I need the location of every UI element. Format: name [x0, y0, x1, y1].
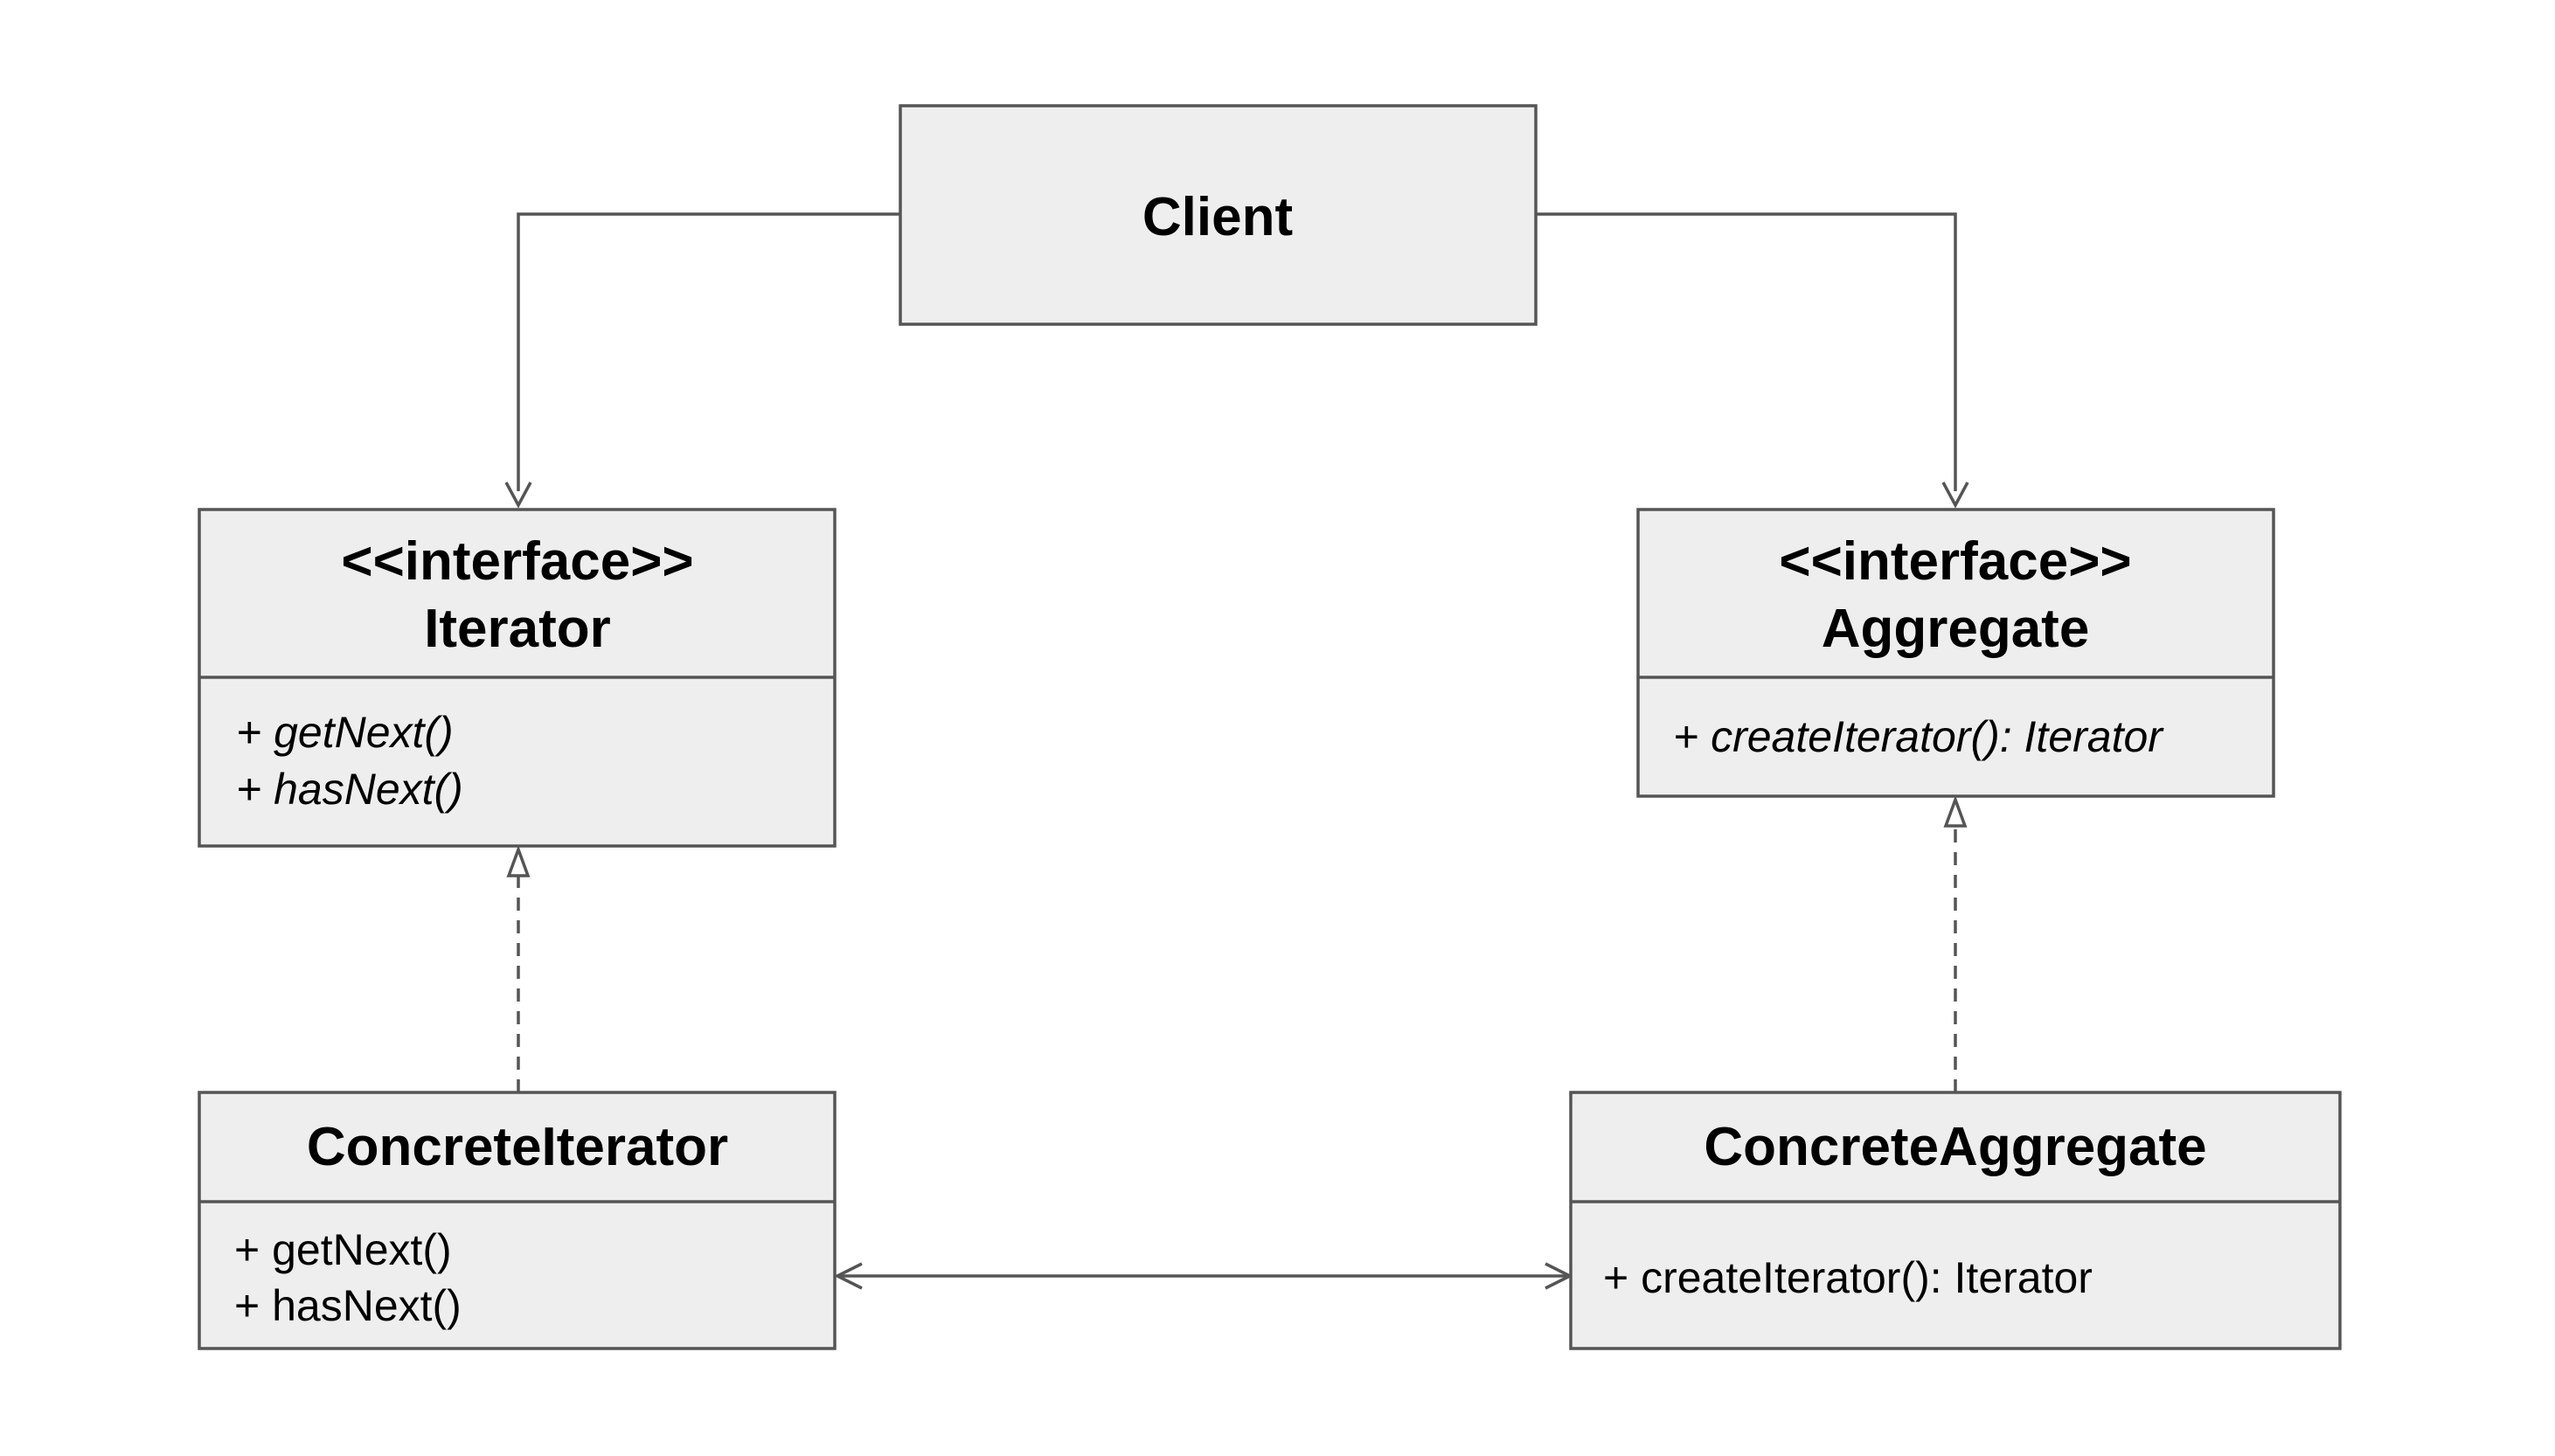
client-to-aggregate-association — [1536, 212, 1957, 491]
concrete-association-left-arrowhead — [834, 1262, 863, 1290]
aggregate-stereotype: <<interface>> — [1779, 531, 2131, 592]
iterator-realization-arrowhead — [506, 844, 531, 877]
client-class[interactable]: Client — [899, 104, 1538, 326]
iterator-stereotype: <<interface>> — [341, 531, 693, 592]
concrete-iterator-class[interactable]: ConcreteIterator + getNext() + hasNext() — [198, 1091, 837, 1350]
concrete-aggregate-class[interactable]: ConcreteAggregate + createIterator(): It… — [1569, 1091, 2342, 1350]
aggregate-class-name: Aggregate — [1822, 599, 2090, 659]
aggregate-realization-arrowhead — [1943, 794, 1968, 828]
aggregate-interface[interactable]: <<interface>> Aggregate + createIterator… — [1636, 508, 2275, 798]
concrete-iterator-class-name: ConcreteIterator — [307, 1117, 728, 1177]
client-to-iterator-association — [517, 212, 900, 491]
concrete-iterator-method-hasnext: + hasNext() — [234, 1281, 462, 1330]
iterator-method-hasnext: + hasNext() — [236, 765, 463, 814]
iterator-interface[interactable]: <<interface>> Iterator + getNext() + has… — [198, 508, 837, 848]
concrete-iterator-method-getnext: + getNext() — [234, 1225, 452, 1274]
client-to-iterator-arrowhead — [504, 482, 532, 509]
concrete-aggregate-class-name: ConcreteAggregate — [1704, 1117, 2206, 1177]
client-to-aggregate-arrowhead — [1941, 482, 1969, 509]
iterator-method-getnext: + getNext() — [236, 708, 454, 757]
concrete-aggregate-method-createiterator: + createIterator(): Iterator — [1603, 1253, 2093, 1302]
client-class-name: Client — [1142, 187, 1293, 247]
aggregate-method-createiterator: + createIterator(): Iterator — [1673, 712, 2164, 761]
iterator-class-name: Iterator — [424, 599, 611, 659]
